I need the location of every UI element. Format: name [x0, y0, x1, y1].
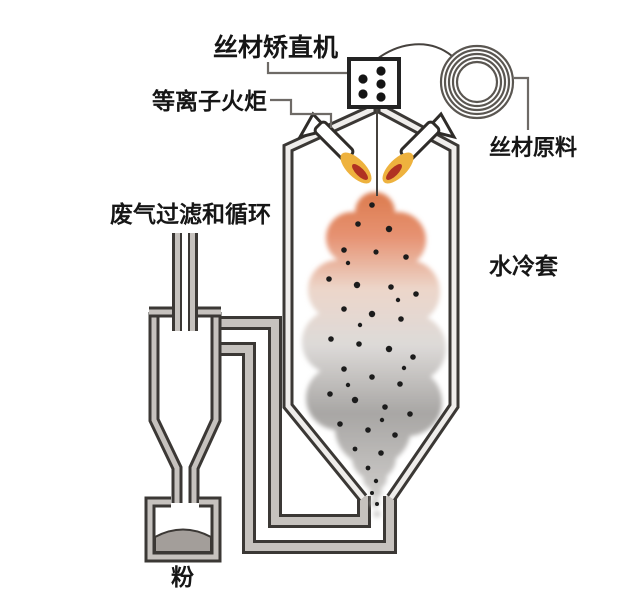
label-powder: 粉	[171, 565, 194, 591]
label-plasma-torch: 等离子火炬	[152, 88, 267, 115]
wire-straightener-box	[347, 57, 401, 109]
powder-particles	[326, 202, 419, 506]
leader-wire-straightener	[266, 62, 347, 75]
label-exhaust-filter-recirc: 废气过滤和循环	[110, 201, 271, 228]
plasma-torch-left	[296, 111, 372, 184]
plasma-torch-right	[382, 111, 458, 184]
cyclone-separator	[148, 306, 222, 503]
powder-container	[144, 496, 222, 563]
powder-pile	[154, 528, 212, 553]
recirculation-pipe	[215, 316, 397, 554]
label-wire-straightener: 丝材矫直机	[213, 33, 338, 62]
torch-flame-core-right	[386, 164, 402, 180]
straightener-rollers	[358, 66, 386, 102]
label-wire-feedstock: 丝材原料	[489, 135, 577, 161]
label-water-cooling-jacket: 水冷套	[489, 253, 558, 280]
leader-plasma-torch	[270, 98, 333, 128]
wire-coil	[439, 44, 515, 120]
torch-flame-core-left	[352, 164, 368, 180]
leader-wire-feedstock	[514, 76, 530, 130]
atomization-plume	[302, 192, 446, 518]
